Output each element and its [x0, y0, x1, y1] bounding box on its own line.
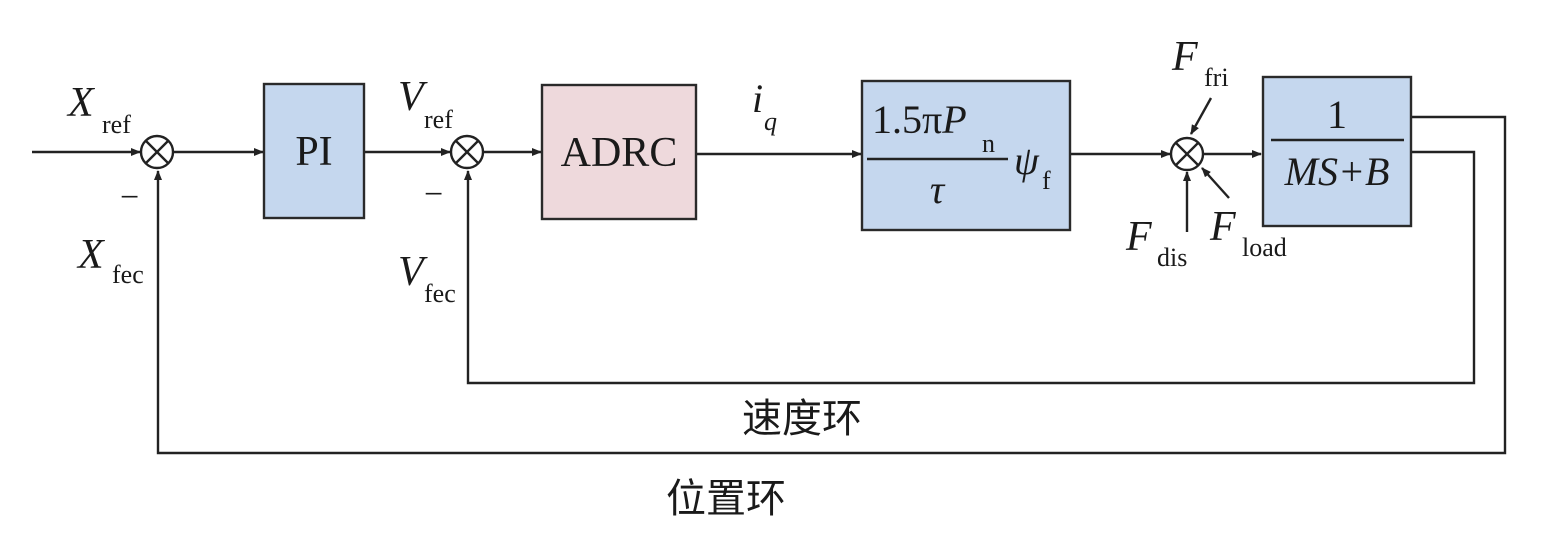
x-fec-label: X fec: [76, 232, 144, 289]
gain-denominator: τ: [930, 167, 946, 212]
f-fri-main: F: [1171, 34, 1198, 80]
i-q-sub: q: [764, 107, 777, 136]
adrc-label: ADRC: [561, 130, 678, 176]
force-summing-junction: [1169, 136, 1205, 172]
gain-numerator-subscript: n: [982, 129, 995, 158]
speed-feedback-line: [464, 150, 1476, 385]
v-ref-main: V: [398, 74, 428, 120]
i-q-label: i q: [752, 76, 777, 136]
x-ref-label: X ref: [66, 80, 131, 139]
x-ref-main: X: [66, 80, 96, 126]
f-fri-label: F fri: [1171, 34, 1229, 92]
pi-label: PI: [295, 129, 332, 175]
gain-multiplier: ψ: [1014, 138, 1040, 183]
v-fec-main: V: [398, 249, 428, 295]
position-minus-sign: −: [120, 179, 139, 216]
i-q-main: i: [752, 76, 763, 121]
speed-summing-junction: [449, 134, 485, 170]
x-fec-main: X: [76, 232, 106, 278]
adrc-block: ADRC: [540, 83, 698, 221]
f-dis-sub: dis: [1157, 243, 1187, 272]
plant-denominator: MS+B: [1284, 149, 1390, 194]
position-summing-junction: [139, 134, 175, 170]
v-fec-sub: fec: [424, 279, 456, 308]
f-load-main: F: [1209, 204, 1236, 250]
f-dis-main: F: [1125, 214, 1152, 260]
position-loop-label: 位置环: [666, 476, 786, 522]
position-feedback-line: [154, 115, 1507, 455]
speed-minus-sign: −: [424, 176, 443, 213]
f-dis-label: F dis: [1125, 214, 1187, 272]
v-ref-label: V ref: [398, 74, 453, 134]
f-fri-sub: fri: [1204, 63, 1229, 92]
pi-block: PI: [262, 82, 366, 220]
v-ref-sub: ref: [424, 105, 453, 134]
v-fec-label: V fec: [398, 249, 456, 308]
gain-block: 1.5πP n τ ψ f: [860, 79, 1072, 232]
f-load-sub: load: [1242, 233, 1287, 262]
speed-loop-label: 速度环: [742, 396, 862, 442]
f-fri-arrow: [1189, 97, 1213, 135]
x-fec-sub: fec: [112, 260, 144, 289]
gain-numerator: 1.5πP: [872, 97, 967, 142]
f-load-label: F load: [1209, 204, 1287, 262]
x-ref-sub: ref: [102, 110, 131, 139]
gain-multiplier-subscript: f: [1042, 166, 1051, 195]
plant-numerator: 1: [1327, 92, 1347, 137]
plant-block: 1 MS+B: [1261, 75, 1413, 228]
f-load-arrow: [1201, 167, 1230, 199]
